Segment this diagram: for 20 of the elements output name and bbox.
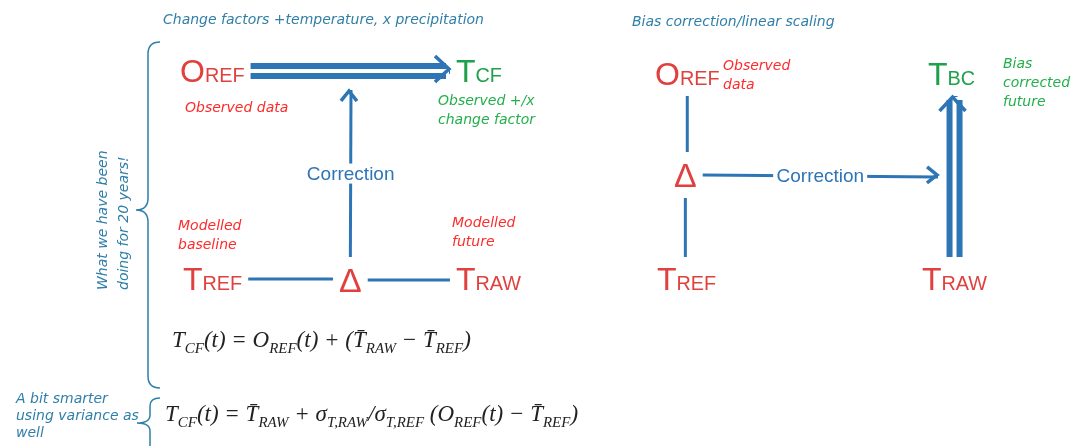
annotation-text: Observed data — [185, 98, 290, 117]
annotation-text: Modelled future — [452, 213, 517, 251]
formula: T$_{CF}$(t) = T̄$_{RAW}$ + σ$_{T,RAW}$/σ$_{T,REF}$ (O$_{REF}$(t) − T̄$_{REF}$) — [165, 400, 579, 432]
formula: T$_{CF}$(t) = O$_{REF}$(t) + (T̄$_{RAW}$ − T̄$_{REF}$) — [172, 326, 471, 358]
section-title: Change factors +temperature, x precipitation — [163, 10, 484, 29]
side-note: What we have been doing for 20 years! — [93, 149, 132, 290]
annotation-text: Observed data — [723, 56, 792, 94]
annotation-text: Bias corrected future — [1003, 54, 1072, 111]
connector-line — [248, 277, 333, 281]
double-arrow — [937, 93, 968, 260]
delta-symbol: Δ — [674, 158, 697, 192]
annotation-text: Modelled baseline — [178, 216, 243, 254]
connector-line — [685, 96, 689, 152]
section-title: Bias correction/linear scaling — [632, 12, 835, 31]
connector-line — [683, 198, 687, 257]
side-note: A bit smarter using variance as well — [16, 390, 140, 441]
arrow — [339, 89, 359, 257]
delta-symbol: Δ — [339, 263, 362, 297]
annotation-text: Observed +/x change factor — [438, 91, 537, 129]
connector-line — [367, 278, 450, 282]
